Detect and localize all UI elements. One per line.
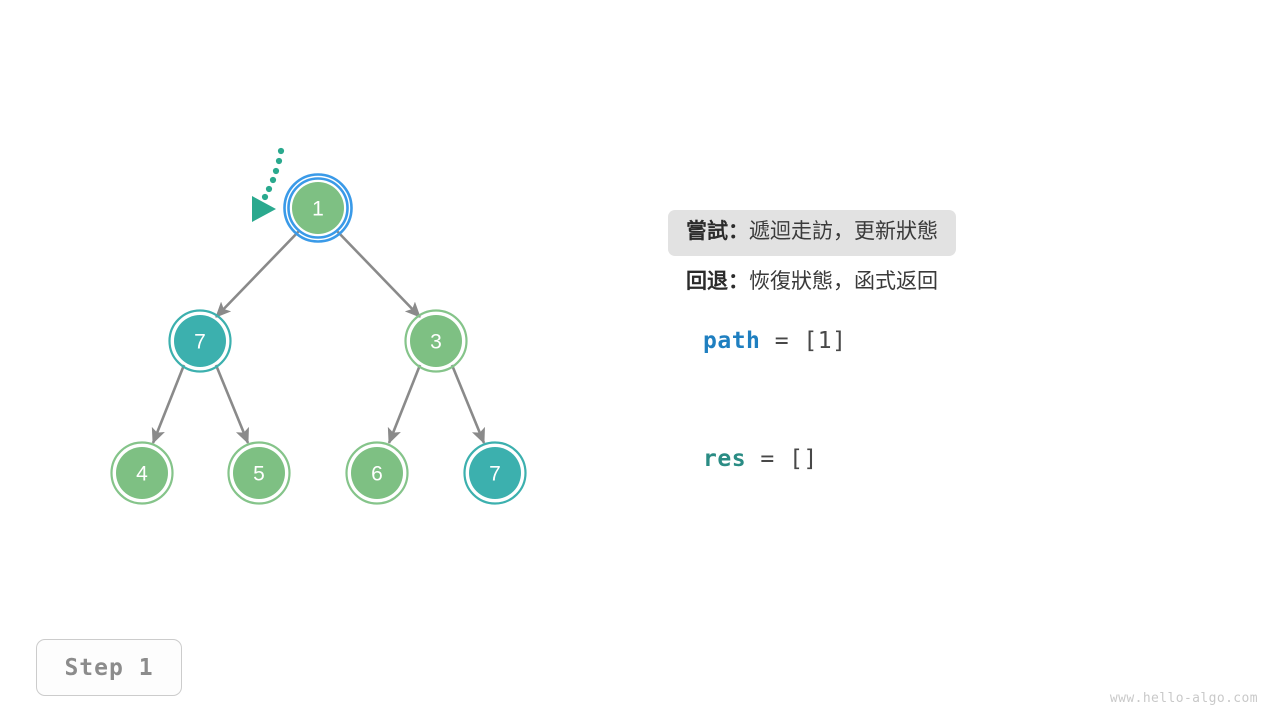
pointer-dot [261,193,269,201]
info-panel: 嘗試：遞迴走訪，更新狀態 回退：恢復狀態，函式返回 [668,210,1246,306]
path-variable-value: = [1] [760,328,847,354]
node-label: 5 [253,463,265,486]
try-line: 嘗試：遞迴走訪，更新狀態 [668,210,956,256]
node-label: 7 [489,463,501,486]
try-keyword: 嘗試： [686,220,749,243]
tree-node-5[interactable]: 5 [227,441,291,505]
node-label: 1 [312,198,324,221]
node-outer-ring [287,177,349,239]
tree-diagram: 1 7 3 4 [110,147,527,505]
node-fill [233,447,285,499]
edge-1-7 [215,229,301,318]
node-outer-ring [463,441,527,505]
node-outer-ring [168,309,232,373]
res-variable-value: = [] [746,446,818,472]
node-fill [469,447,521,499]
back-line: 回退：恢復狀態，函式返回 [686,260,956,306]
back-text: 恢復狀態，函式返回 [749,270,938,293]
edge-3-7b [450,364,486,444]
tree-node-3[interactable]: 3 [404,309,468,373]
pointer-dot [265,185,273,193]
tree-node-7-right[interactable]: 7 [463,441,527,505]
node-highlight-ring [283,173,353,243]
pointer-dot [272,167,280,175]
tree-nodes: 1 7 3 4 [110,173,527,505]
tree-node-7-left[interactable]: 7 [168,309,232,373]
step-badge-label: Step 1 [64,654,154,681]
node-outer-ring [404,309,468,373]
node-fill [116,447,168,499]
binary-tree-svg: 1 7 3 4 [110,147,527,505]
pointer-dot [269,176,277,184]
try-text: 遞迴走訪，更新狀態 [749,220,938,243]
try-line-wrapper: 嘗試：遞迴走訪，更新狀態 [668,210,1246,256]
node-fill [292,182,344,234]
node-outer-ring [345,441,409,505]
tree-edges [151,229,486,444]
tree-node-6[interactable]: 6 [345,441,409,505]
path-variable-row: path = [1] [703,328,846,354]
node-label: 7 [194,331,206,354]
res-variable-name: res [703,446,747,472]
edge-7-5 [214,364,250,444]
path-variable-name: path [703,328,761,354]
node-fill [410,315,462,367]
edge-1-3 [335,229,421,318]
pointer-dot [275,157,283,165]
node-label: 4 [136,463,148,486]
back-line-wrapper: 回退：恢復狀態，函式返回 [686,256,1246,306]
node-label: 3 [430,331,442,354]
tree-node-4[interactable]: 4 [110,441,174,505]
edge-7-4 [151,364,186,444]
step-badge: Step 1 [36,639,182,696]
node-fill [351,447,403,499]
node-outer-ring [227,441,291,505]
res-variable-row: res = [] [703,446,818,472]
back-keyword: 回退： [686,270,749,293]
recursion-pointer [252,147,285,222]
edge-3-6 [387,364,422,444]
watermark: www.hello-algo.com [1109,691,1258,706]
node-label: 6 [371,463,383,486]
pointer-dot [277,147,285,155]
tree-node-1[interactable]: 1 [283,173,353,243]
pointer-triangle-icon [252,196,276,222]
node-fill [174,315,226,367]
node-outer-ring [110,441,174,505]
